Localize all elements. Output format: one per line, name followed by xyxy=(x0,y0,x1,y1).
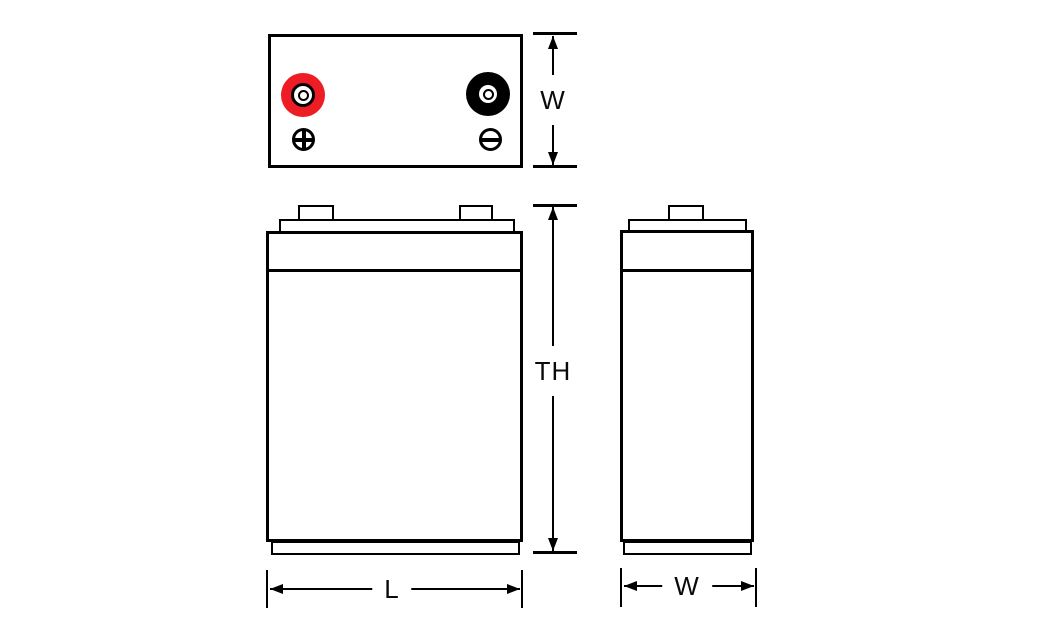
arrow-up-icon xyxy=(548,207,558,220)
dim-tick xyxy=(533,165,577,168)
total-height-label: TH xyxy=(530,346,576,396)
dim-tick xyxy=(533,204,577,207)
dim-extension-line xyxy=(755,568,757,607)
arrow-down-icon xyxy=(548,152,558,165)
positive-terminal-core xyxy=(297,89,309,101)
negative-terminal-core xyxy=(482,88,494,100)
minus-hbar xyxy=(482,137,499,142)
side-cover-seam-line xyxy=(620,269,754,272)
front-body xyxy=(266,231,523,542)
side-width-label: W xyxy=(662,570,712,602)
dim-tick xyxy=(533,32,577,35)
negative-terminal-ring xyxy=(476,82,500,106)
dim-tick xyxy=(533,551,577,554)
positive-screw-icon xyxy=(292,128,315,151)
negative-screw-icon xyxy=(479,128,502,151)
top-width-label: W xyxy=(536,75,570,125)
arrow-right-icon xyxy=(507,584,520,594)
negative-terminal-icon xyxy=(466,72,510,116)
positive-terminal-icon xyxy=(281,73,325,117)
battery-top-view xyxy=(268,34,523,168)
dim-extension-line xyxy=(266,570,268,608)
dim-extension-line xyxy=(521,570,523,608)
positive-terminal-ring xyxy=(291,83,315,107)
front-cover-seam-line xyxy=(266,269,523,272)
side-body xyxy=(620,230,754,542)
dim-extension-line xyxy=(620,568,622,607)
arrow-down-icon xyxy=(548,538,558,551)
plus-vbar xyxy=(301,131,306,148)
arrow-left-icon xyxy=(270,584,283,594)
arrow-left-icon xyxy=(624,581,637,591)
length-label: L xyxy=(372,573,412,605)
side-base xyxy=(623,541,752,555)
arrow-up-icon xyxy=(548,36,558,49)
front-base xyxy=(271,541,520,555)
arrow-right-icon xyxy=(741,581,754,591)
